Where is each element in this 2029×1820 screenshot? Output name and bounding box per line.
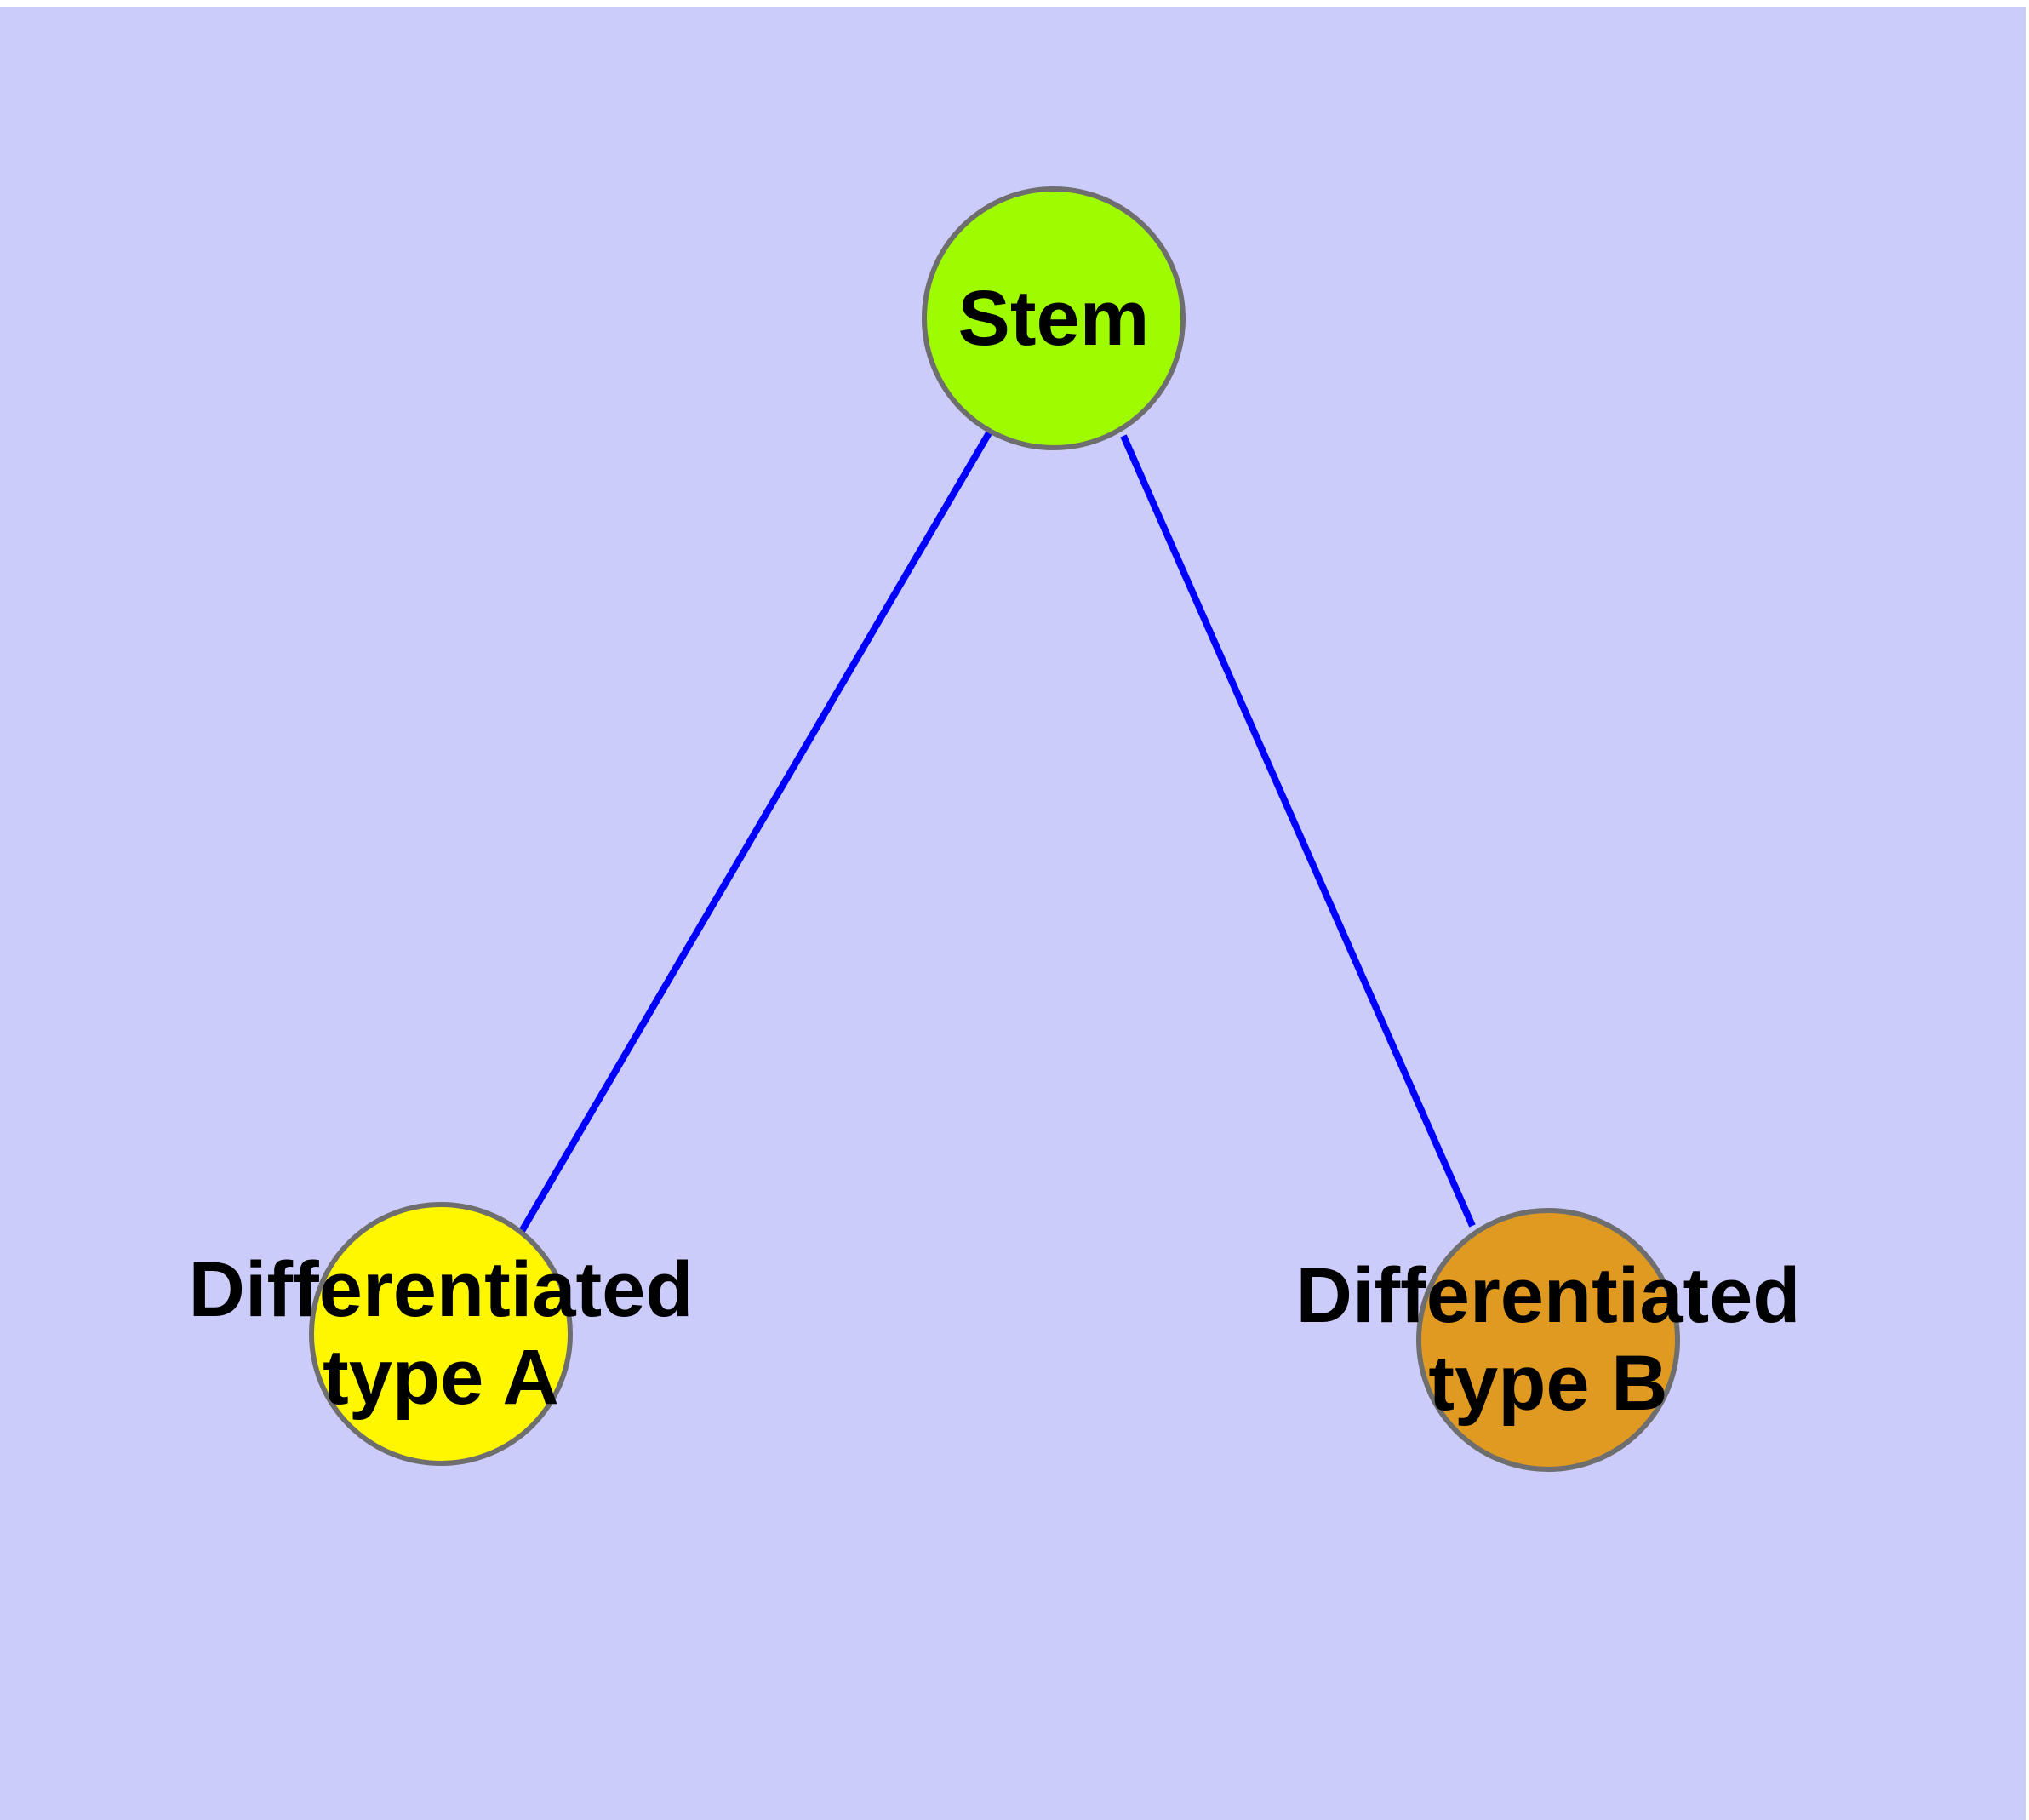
- node-group: [309, 186, 1680, 1472]
- edge-group: [517, 429, 1476, 1235]
- node-stem-circle[interactable]: [922, 186, 1186, 450]
- edge-stem-to-diff-b[interactable]: [1120, 434, 1476, 1228]
- node-diff-b-circle[interactable]: [1416, 1208, 1680, 1472]
- edge-stem-to-diff-a[interactable]: [517, 429, 993, 1235]
- node-diff-a-circle[interactable]: [309, 1202, 573, 1466]
